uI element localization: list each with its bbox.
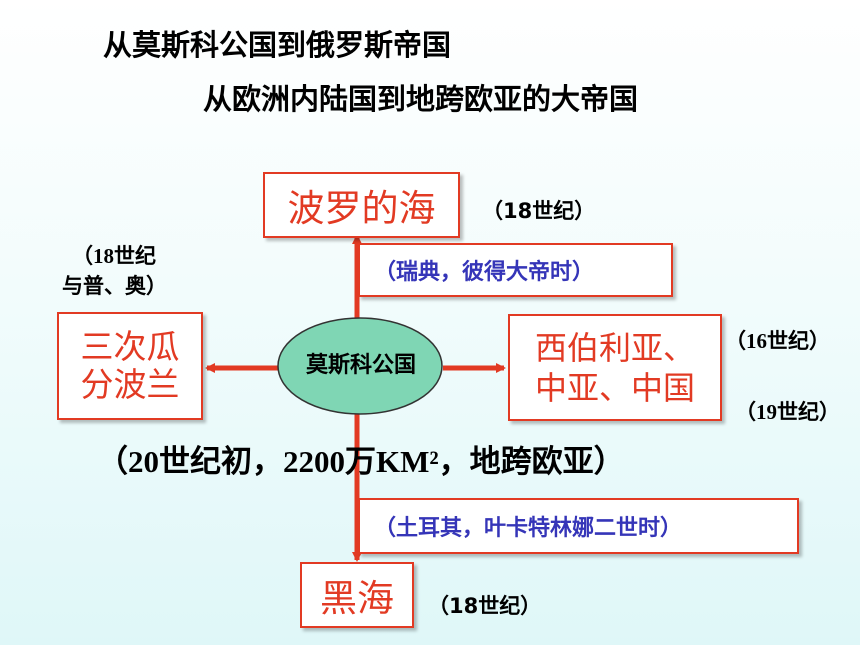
south-box: 黑海 — [300, 562, 414, 628]
center-ellipse — [277, 317, 443, 415]
summary-text: （20世纪初，2200万KM²，地跨欧亚） — [97, 444, 625, 479]
south-box-label: 黑海 — [320, 577, 394, 620]
north-box-label: 波罗的海 — [287, 187, 436, 230]
north-note-text: （瑞典，彼得大帝时） — [374, 260, 595, 285]
west-box-line2: 分波兰 — [80, 365, 180, 404]
west-century-line1: （18世纪 — [72, 244, 156, 268]
west-box: 三次瓜 分波兰 — [57, 312, 203, 420]
north-century: （18世纪） — [482, 199, 596, 223]
center-label: 莫斯科公国 — [305, 353, 416, 378]
north-box: 波罗的海 — [263, 172, 460, 238]
east-box-line1: 西伯利亚、 — [534, 328, 695, 367]
title-line-2: 从欧洲内陆国到地跨欧亚的大帝国 — [203, 82, 639, 116]
east-century-bottom: （19世纪） — [735, 400, 840, 424]
south-century: （18世纪） — [428, 594, 542, 618]
south-note-text: （土耳其，叶卡特林娜二世时） — [374, 516, 683, 541]
east-box: 西伯利亚、 中亚、中国 — [508, 314, 722, 421]
east-century-top: （16世纪） — [725, 329, 830, 353]
south-note: （土耳其，叶卡特林娜二世时） — [358, 498, 799, 554]
west-box-line1: 三次瓜 — [80, 327, 180, 366]
title-line-1: 从莫斯科公国到俄罗斯帝国 — [103, 28, 452, 62]
west-century-line2: 与普、奥） — [62, 274, 167, 298]
north-note: （瑞典，彼得大帝时） — [358, 243, 673, 297]
east-box-line2: 中亚、中国 — [534, 368, 695, 407]
